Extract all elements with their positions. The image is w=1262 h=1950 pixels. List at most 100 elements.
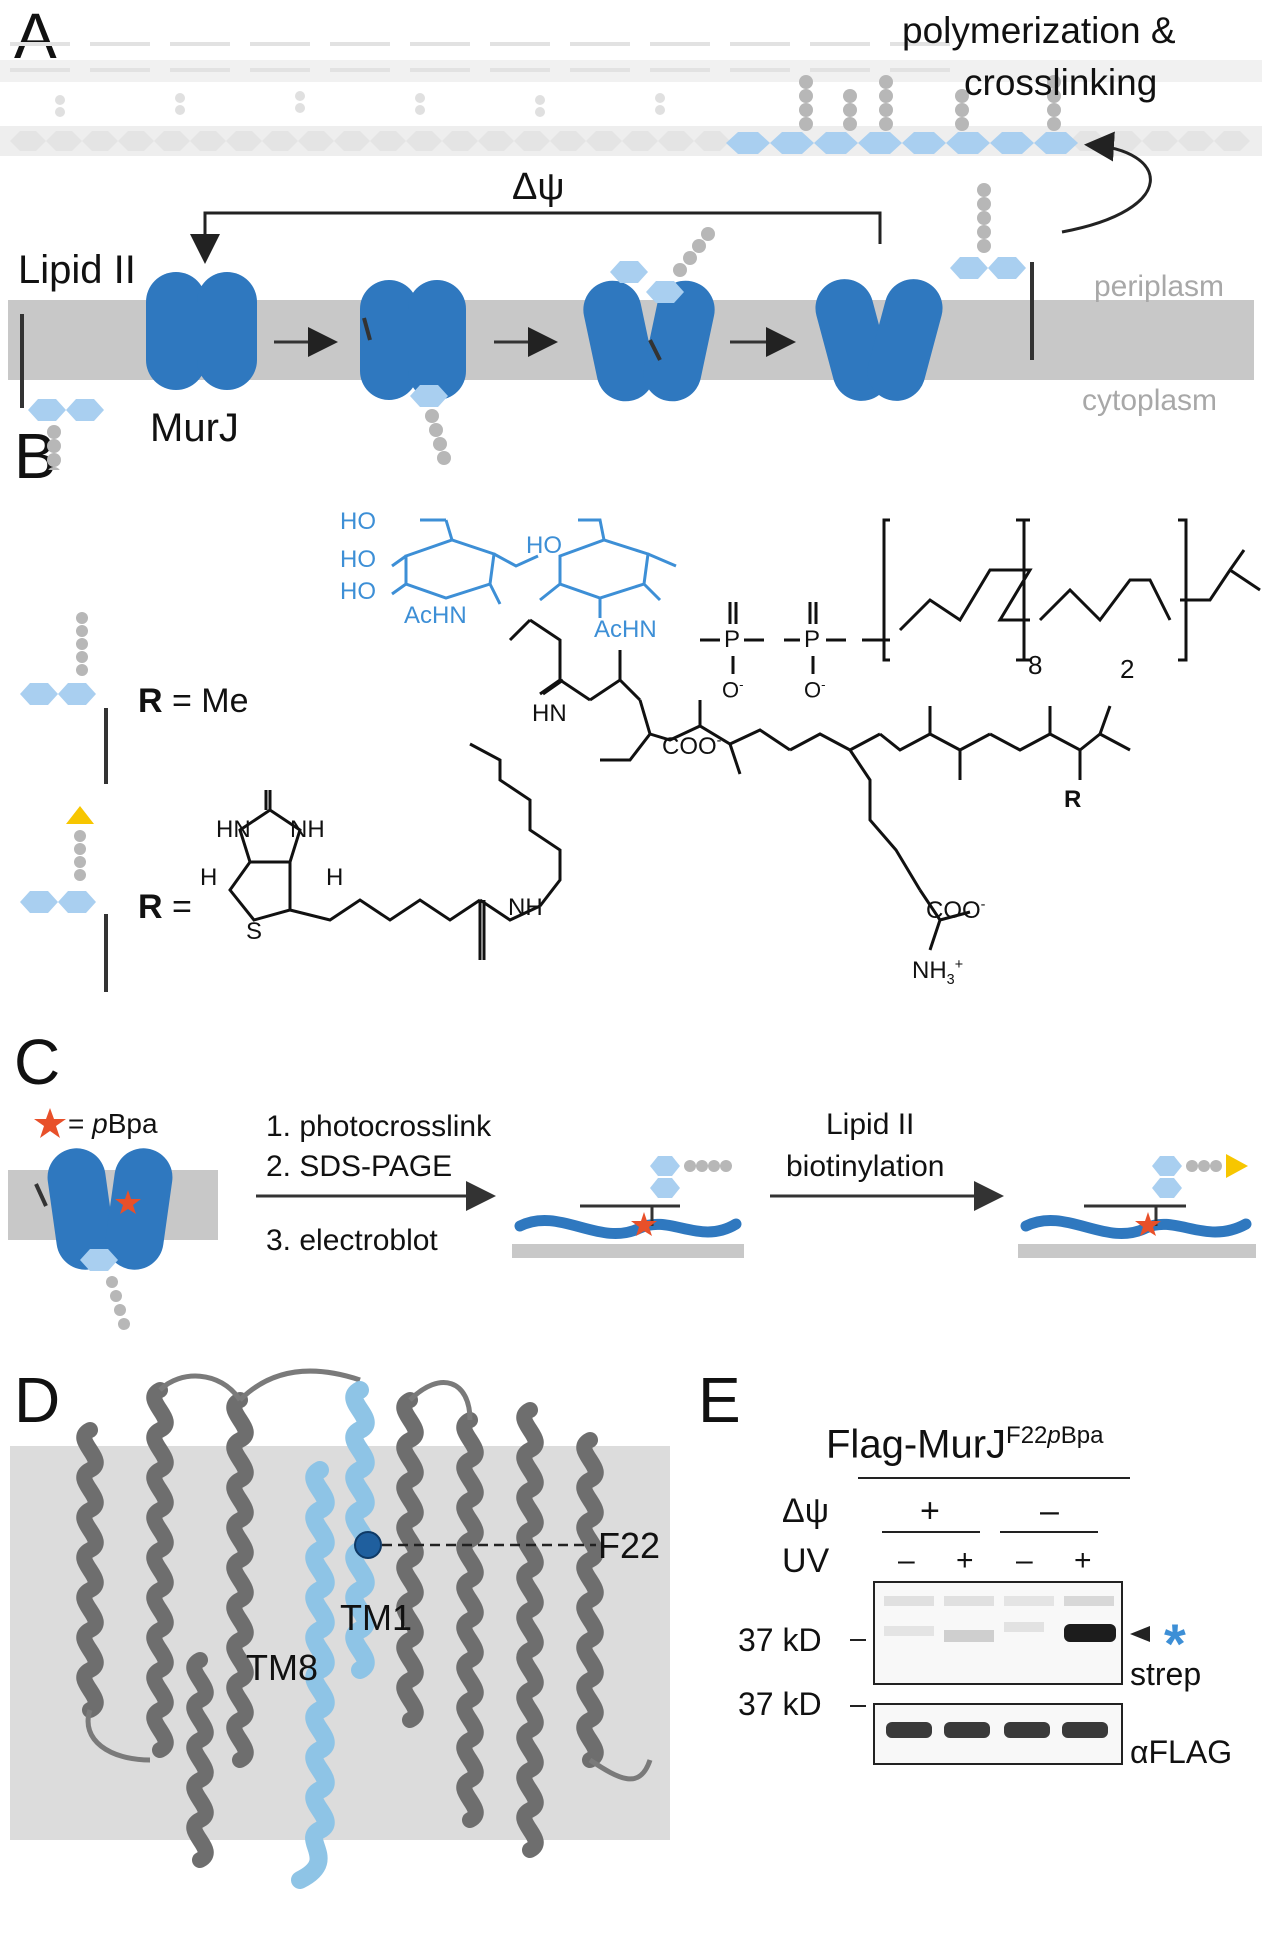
ho-label-2: HO <box>340 546 376 573</box>
biotin-nh: NH <box>290 816 325 843</box>
pbpa-p: p <box>92 1108 108 1139</box>
crosslink-asterisk: * <box>1164 1612 1186 1675</box>
tm8-helix <box>291 1461 335 1889</box>
murj-label: MurJ <box>150 406 239 450</box>
ammonium-label: NH3+ <box>912 957 964 988</box>
lipid-ii-cytoplasm <box>20 314 104 470</box>
biotin-s: S <box>246 918 263 945</box>
blot-title-sup-pre: F22 <box>1006 1422 1048 1449</box>
coo-minus-2: COO- <box>926 897 986 924</box>
uv-lane-4: + <box>1074 1544 1092 1577</box>
uv-lane-1: – <box>898 1544 915 1577</box>
blot-title: Flag-MurJF22pBpa <box>826 1422 1104 1465</box>
biotin-triangle <box>66 806 94 824</box>
polymerization-arrow <box>1061 131 1152 234</box>
pbpa-star-1 <box>631 1212 657 1236</box>
step-1-label: 1. photocrosslink <box>266 1110 492 1143</box>
biotin <box>228 742 562 960</box>
phosphate-ominus-2: O- <box>804 677 826 703</box>
hex-row-background <box>10 131 1250 151</box>
linker-nh: NH <box>508 894 543 921</box>
dpsi-plus: + <box>920 1492 940 1530</box>
repeat-subscript-2: 2 <box>1120 654 1135 684</box>
f22-label: F22 <box>598 1525 661 1566</box>
phosphate-p2: P <box>804 626 821 653</box>
pbpa-star-c <box>115 1190 141 1214</box>
tm1-helix <box>345 1381 375 1679</box>
ominus-2-text: O <box>804 677 822 703</box>
lipid-ii-bound-3 <box>610 227 715 361</box>
panel-b-structure <box>20 518 1261 992</box>
blot-title-sup-post: Bpa <box>1060 1422 1104 1449</box>
biotinylation-label-2: biotinylation <box>786 1150 945 1183</box>
panel-letter-c: C <box>14 1026 61 1098</box>
achn-label-2: AcHN <box>594 616 657 643</box>
coo-1-text: COO <box>662 733 717 760</box>
blue-helices <box>291 1381 375 1889</box>
step-3-label: 3. electroblot <box>266 1224 438 1257</box>
panel-letter-a: A <box>14 0 57 72</box>
lipid-ii-icon-biotin <box>20 806 108 992</box>
biotin-h-1: H <box>200 864 218 891</box>
crosslink-band <box>1064 1624 1116 1642</box>
tm8-label: TM8 <box>246 1647 318 1688</box>
dpsi-row-label: Δψ <box>782 1492 829 1530</box>
biotin-h-2: H <box>326 864 344 891</box>
bead-chains-background <box>55 91 665 117</box>
loops <box>85 1368 653 1782</box>
coo-minus-1: COO- <box>662 733 722 760</box>
step-2-label: 2. SDS-PAGE <box>266 1150 453 1183</box>
aflag-label: αFLAG <box>1130 1734 1233 1770</box>
murj-state-4 <box>815 279 943 401</box>
uv-lane-2: + <box>956 1544 974 1577</box>
lipid-ii-c <box>34 1183 130 1330</box>
nh3-text: NH <box>912 957 947 984</box>
panel-letter-d: D <box>14 1364 61 1436</box>
pbpa-bpa: Bpa <box>107 1108 158 1139</box>
panel-d-structure <box>10 1368 670 1889</box>
biotin-hn: HN <box>216 816 251 843</box>
r-me-value: = Me <box>162 682 249 720</box>
lipid-ii-icon-me <box>20 612 108 784</box>
new-strand-pentapeptides <box>799 75 1061 131</box>
grey-helices <box>76 1382 604 1868</box>
biotinylation-label-1: Lipid II <box>826 1108 915 1141</box>
panel-a-diagram <box>0 42 1262 470</box>
r-me-label: R = Me <box>138 684 249 718</box>
murj-state-2 <box>360 280 466 400</box>
r-biotin-label: R = <box>138 890 192 924</box>
new-glycan-strand <box>726 132 1078 154</box>
coo-2-text: COO <box>926 897 981 924</box>
r-chain-label: R <box>1064 786 1082 813</box>
uv-lane-3: – <box>1016 1544 1033 1577</box>
r-symbol-1: R <box>138 682 163 720</box>
strep-blot-bands <box>884 1596 1116 1642</box>
tm1-label: TM1 <box>340 1597 412 1638</box>
flag-blot-bands <box>886 1722 1108 1738</box>
ho-label-1: HO <box>340 508 376 535</box>
pbpa-eq: = <box>68 1108 93 1139</box>
prenyl-chain <box>882 518 1261 662</box>
lipid-ii-label: Lipid II <box>18 248 136 292</box>
membrane-d <box>10 1446 670 1840</box>
membrane-strip-1 <box>512 1244 744 1258</box>
polymerization-label-line1: polymerization & <box>902 10 1176 51</box>
amide-hn-1: HN <box>532 700 567 727</box>
delta-psi-arrow <box>190 211 882 264</box>
murj-band-1 <box>514 1215 742 1239</box>
murj-band-2 <box>1020 1215 1252 1239</box>
repeat-subscript-8: 8 <box>1028 650 1043 680</box>
dpsi-minus: – <box>1040 1492 1059 1530</box>
lipid-ii-periplasm <box>950 183 1034 360</box>
marker-37kd-1: 37 kD <box>738 1622 822 1658</box>
pbpa-star-legend <box>34 1108 66 1138</box>
ho-label-3: HO <box>340 578 376 605</box>
cytoplasm-label: cytoplasm <box>1082 384 1218 417</box>
r-equals-2: = <box>162 888 192 926</box>
strep-label: strep <box>1130 1656 1202 1692</box>
biotin-triangle-c <box>1226 1154 1248 1178</box>
achn-label-1: AcHN <box>404 602 467 629</box>
panel-c-diagram <box>8 1108 1256 1330</box>
phosphate-p1: P <box>724 626 741 653</box>
lipid-ii-bound-2 <box>362 317 451 465</box>
